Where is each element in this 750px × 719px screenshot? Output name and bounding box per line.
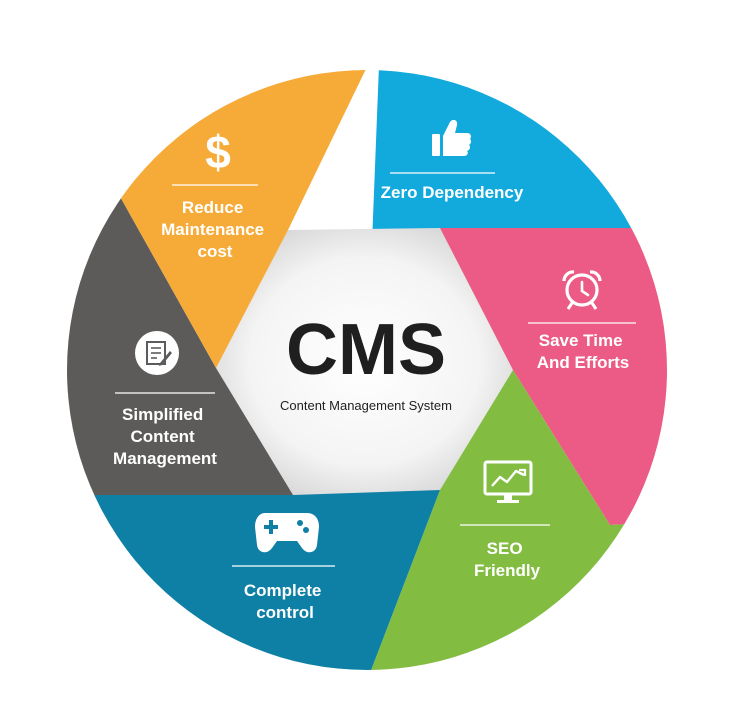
monitor-chart-icon (483, 460, 533, 503)
reduce-maintenance-line-2: Maintenance (161, 220, 264, 239)
svg-text:SEO Friendly: SEO Friendly (474, 539, 541, 580)
svg-text:Save Time And Efforts: Save Time And Efforts (537, 331, 630, 372)
simplified-content-group: Simplified Content Management (113, 331, 217, 468)
complete-control-line-2: control (256, 603, 314, 622)
reduce-maintenance-line-1: Reduce (182, 198, 243, 217)
simplified-content-line-2: Content (131, 427, 196, 446)
reduce-maintenance-group: $ Reduce Maintenance cost (161, 126, 269, 261)
save-time-group: Save Time And Efforts (528, 270, 636, 372)
alarm-clock-icon (562, 270, 602, 310)
center-hexagon (216, 228, 513, 495)
document-edit-icon (135, 331, 179, 375)
zero-dependency-group: Zero Dependency (381, 119, 524, 202)
svg-text:Simplified Content: Simplified Content Management (113, 405, 217, 468)
svg-text:Zero Dependency: Zero Dependency (381, 183, 524, 202)
gamepad-icon (255, 513, 319, 553)
svg-text:Complete control: Complete control (244, 581, 326, 622)
zero-dependency-line-1: Zero Dependency (381, 183, 524, 202)
complete-control-group: Complete control (232, 513, 335, 622)
seo-friendly-line-1: SEO (487, 539, 523, 558)
cms-subtitle: Content Management System (280, 398, 452, 413)
dollar-icon: $ (205, 126, 231, 178)
simplified-content-line-1: Simplified (122, 405, 203, 424)
seo-friendly-group: SEO Friendly (460, 460, 550, 580)
thumbs-up-icon (432, 119, 472, 156)
simplified-content-line-3: Management (113, 449, 217, 468)
seo-friendly-line-2: Friendly (474, 561, 541, 580)
reduce-maintenance-line-3: cost (198, 242, 233, 261)
cms-title: CMS (286, 310, 446, 390)
svg-text:Reduce Maintenance: Reduce Maintenance cost (161, 198, 269, 261)
complete-control-line-1: Complete (244, 581, 321, 600)
save-time-line-2: And Efforts (537, 353, 630, 372)
save-time-line-1: Save Time (539, 331, 623, 350)
